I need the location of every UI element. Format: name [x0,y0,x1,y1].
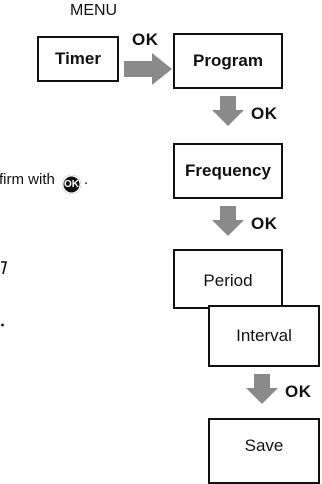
down-arrow-icon [246,374,278,404]
ok-label-interval-to-save: OK [285,382,312,401]
period-box: Period [173,249,283,309]
ok-button-icon: OK [62,175,82,194]
right-arrow-icon [124,53,172,85]
save-box: Save [208,418,320,484]
trailing-period: . [84,171,89,188]
cropped-text-mark [1,261,8,275]
ok-label-timer-to-program: OK [132,30,159,49]
down-arrow-icon [212,96,244,126]
confirm-instruction-fragment: firm with OK. [0,171,88,194]
save-label: Save [244,436,284,455]
ok-label-program-to-frequency: OK [251,104,278,123]
timer-box: Timer [37,36,119,82]
frequency-box: Frequency [173,143,283,199]
interval-label: Interval [236,326,292,345]
confirm-text: firm with [0,171,55,188]
timer-label: Timer [55,49,101,68]
down-arrow-icon [212,206,244,236]
frequency-label: Frequency [185,161,271,180]
cropped-text-mark [1,323,4,327]
period-label: Period [203,271,253,290]
program-label: Program [193,51,263,70]
ok-label-frequency-to-period: OK [251,214,278,233]
program-box: Program [173,33,283,89]
menu-label: MENU [70,2,118,19]
interval-box: Interval [208,305,320,367]
